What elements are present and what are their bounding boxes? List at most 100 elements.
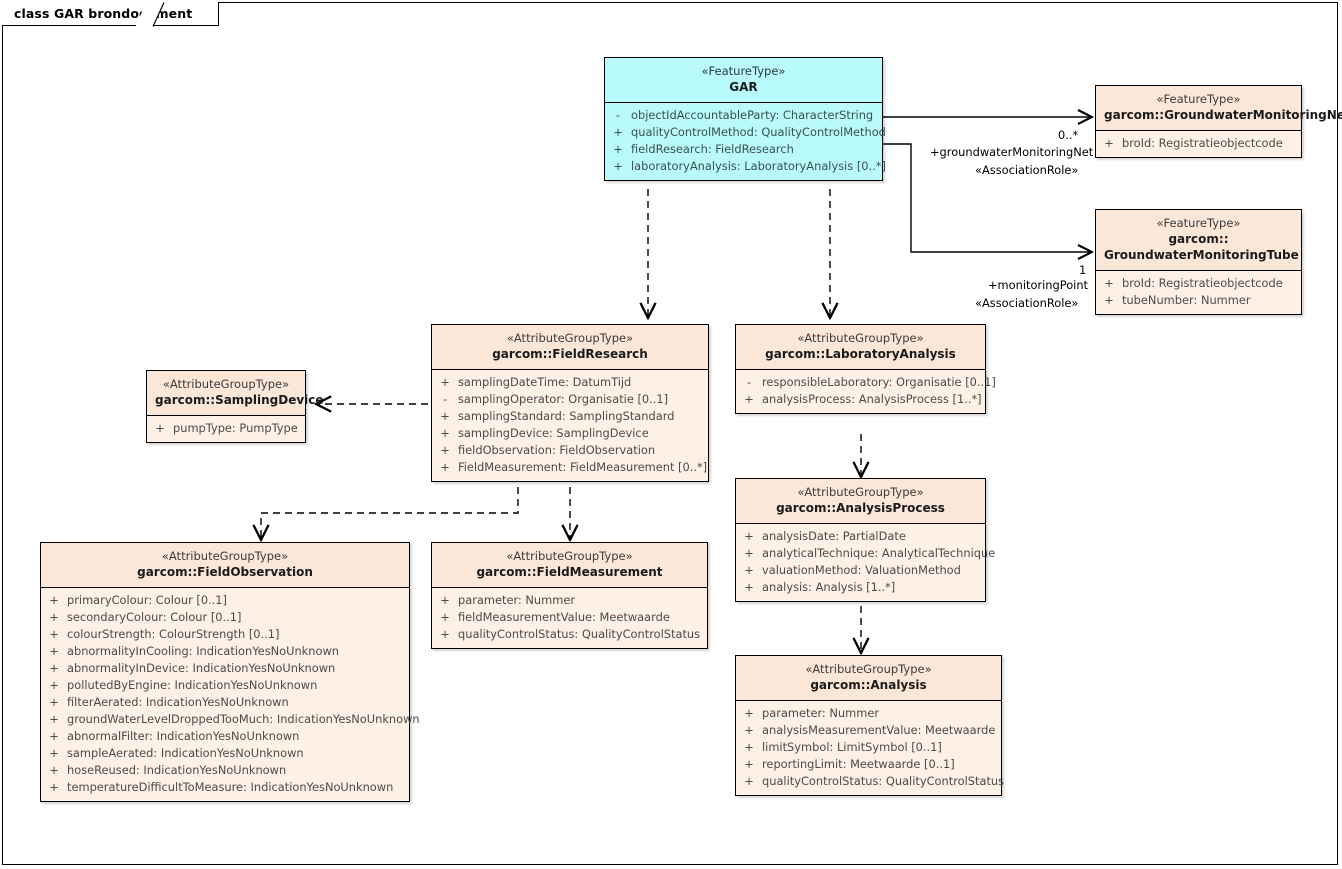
class-analysisprocess-stereotype: «AttributeGroupType» <box>797 485 924 499</box>
attribute-row: + pollutedByEngine: IndicationYesNoUnkno… <box>41 677 409 694</box>
class-laboratoryanalysis[interactable]: «AttributeGroupType» garcom::LaboratoryA… <box>735 324 996 414</box>
attribute-visibility: + <box>1104 136 1114 150</box>
class-analysis-attributes: + parameter: Nummer + analysisMeasuremen… <box>736 701 1005 795</box>
attribute-signature: samplingStandard: SamplingStandard <box>458 409 675 423</box>
attribute-row: + FieldMeasurement: FieldMeasurement [0.… <box>432 459 708 476</box>
attribute-signature: sampleAerated: IndicationYesNoUnknown <box>67 746 304 760</box>
attribute-signature: groundWaterLevelDroppedTooMuch: Indicati… <box>67 712 420 726</box>
dependency-fieldresearch-fieldobservation <box>261 487 519 540</box>
class-gar-attributes: - objectIdAccountableParty: CharacterStr… <box>605 103 886 180</box>
attribute-visibility: + <box>49 593 59 607</box>
attribute-visibility: + <box>744 706 754 720</box>
class-laboratoryanalysis-name: garcom::LaboratoryAnalysis <box>765 347 956 361</box>
attribute-visibility: + <box>613 142 623 156</box>
attribute-row: + valuationMethod: ValuationMethod <box>736 562 985 579</box>
attribute-signature: samplingOperator: Organisatie [0..1] <box>458 392 669 406</box>
class-fieldresearch-stereotype: «AttributeGroupType» <box>506 331 634 345</box>
class-fieldresearch-attributes: + samplingDateTime: DatumTijd - sampling… <box>432 370 708 481</box>
attribute-row: + fieldObservation: FieldObservation <box>432 442 708 459</box>
attribute-signature: qualityControlStatus: QualityControlStat… <box>458 627 701 641</box>
attribute-visibility: + <box>613 159 623 173</box>
diagram-frame-tab: class GAR brondocument <box>2 2 220 26</box>
attribute-row: + analysis: Analysis [1..*] <box>736 579 985 596</box>
attribute-signature: tubeNumber: Nummer <box>1122 293 1251 307</box>
class-samplingdevice-attributes: + pumpType: PumpType <box>147 416 305 442</box>
attribute-row: + samplingDateTime: DatumTijd <box>432 374 708 391</box>
class-fieldmeasurement-name: garcom::FieldMeasurement <box>476 565 663 579</box>
attribute-row: + abnormalFilter: IndicationYesNoUnknown <box>41 728 409 745</box>
attribute-visibility: - <box>615 108 621 122</box>
attribute-row: - objectIdAccountableParty: CharacterStr… <box>605 107 882 124</box>
attribute-signature: hoseReused: IndicationYesNoUnknown <box>67 763 287 777</box>
attribute-signature: qualityControlStatus: QualityControlStat… <box>762 774 1005 788</box>
attribute-row: + colourStrength: ColourStrength [0..1] <box>41 626 409 643</box>
frame-tab-slant-icon <box>135 2 165 27</box>
class-groundwatermonitoringtube[interactable]: «FeatureType» garcom:: GroundwaterMonito… <box>1095 209 1302 315</box>
class-gar-stereotype: «FeatureType» <box>701 64 786 78</box>
attribute-visibility: + <box>49 610 59 624</box>
class-gar-header: «FeatureType» GAR <box>605 58 882 103</box>
class-groundwatermonitoringnet[interactable]: «FeatureType» garcom::GroundwaterMonitor… <box>1095 85 1342 158</box>
class-groundwatermonitoringnet-stereotype: «FeatureType» <box>1156 92 1241 106</box>
attribute-visibility: + <box>440 593 450 607</box>
class-groundwatermonitoringtube-header: «FeatureType» garcom:: GroundwaterMonito… <box>1096 210 1301 271</box>
class-fieldmeasurement[interactable]: «AttributeGroupType» garcom::FieldMeasur… <box>431 542 708 649</box>
class-laboratoryanalysis-stereotype: «AttributeGroupType» <box>797 331 924 345</box>
attribute-row: + groundWaterLevelDroppedTooMuch: Indica… <box>41 711 419 728</box>
attribute-signature: temperatureDifficultToMeasure: Indicatio… <box>67 780 394 794</box>
attribute-row: + hoseReused: IndicationYesNoUnknown <box>41 762 409 779</box>
attribute-row: + samplingStandard: SamplingStandard <box>432 408 708 425</box>
class-analysisprocess-attributes: + analysisDate: PartialDate + analytical… <box>736 524 995 601</box>
attribute-row: + broId: Registratieobjectcode <box>1096 275 1301 292</box>
class-analysis-name: garcom::Analysis <box>810 678 927 692</box>
association-multiplicity-gwmnet: 0..* <box>1058 128 1079 142</box>
attribute-signature: pumpType: PumpType <box>173 421 298 435</box>
attribute-signature: parameter: Nummer <box>458 593 576 607</box>
attribute-visibility: + <box>440 460 450 474</box>
attribute-signature: FieldMeasurement: FieldMeasurement [0..*… <box>458 460 708 474</box>
attribute-visibility: + <box>49 695 59 709</box>
attribute-signature: analysisProcess: AnalysisProcess [1..*] <box>762 392 982 406</box>
association-role-gwmtube: +monitoringPoint <box>988 278 1089 292</box>
class-analysisprocess[interactable]: «AttributeGroupType» garcom::AnalysisPro… <box>735 478 995 602</box>
class-groundwatermonitoringnet-attributes: + broId: Registratieobjectcode <box>1096 131 1301 157</box>
attribute-visibility: + <box>49 712 59 726</box>
attribute-row: + abnormalityInCooling: IndicationYesNoU… <box>41 643 409 660</box>
attribute-signature: parameter: Nummer <box>762 706 880 720</box>
attribute-row: + analysisProcess: AnalysisProcess [1..*… <box>736 391 985 408</box>
association-role-gwmnet: +groundwaterMonitoringNet <box>930 145 1094 159</box>
class-groundwatermonitoringtube-name-line2: GroundwaterMonitoringTube <box>1104 248 1299 262</box>
class-fieldresearch-header: «AttributeGroupType» garcom::FieldResear… <box>432 325 708 370</box>
attribute-row: + abnormalityInDevice: IndicationYesNoUn… <box>41 660 409 677</box>
attribute-row: + pumpType: PumpType <box>147 420 305 437</box>
attribute-signature: reportingLimit: Meetwaarde [0..1] <box>762 757 955 771</box>
class-samplingdevice-name: garcom::SamplingDevice <box>155 393 324 407</box>
attribute-visibility: + <box>440 409 450 423</box>
attribute-signature: secondaryColour: Colour [0..1] <box>67 610 242 624</box>
attribute-visibility: + <box>1104 276 1114 290</box>
attribute-row: + qualityControlMethod: QualityControlMe… <box>605 124 886 141</box>
class-gar[interactable]: «FeatureType» GAR - objectIdAccountableP… <box>604 57 886 181</box>
attribute-visibility: + <box>744 757 754 771</box>
attribute-visibility: + <box>744 740 754 754</box>
class-samplingdevice-stereotype: «AttributeGroupType» <box>162 377 290 391</box>
class-samplingdevice[interactable]: «AttributeGroupType» garcom::SamplingDev… <box>146 370 324 443</box>
attribute-signature: analysis: Analysis [1..*] <box>762 580 896 594</box>
attribute-visibility: + <box>440 627 450 641</box>
class-laboratoryanalysis-attributes: - responsibleLaboratory: Organisatie [0.… <box>736 370 996 413</box>
attribute-visibility: + <box>49 661 59 675</box>
attribute-signature: colourStrength: ColourStrength [0..1] <box>67 627 280 641</box>
class-groundwatermonitoringnet-name: garcom::GroundwaterMonitoringNet <box>1104 108 1342 122</box>
attribute-row: + analysisMeasurementValue: Meetwaarde <box>736 722 1001 739</box>
attribute-row: + fieldResearch: FieldResearch <box>605 141 882 158</box>
class-fieldresearch[interactable]: «AttributeGroupType» garcom::FieldResear… <box>431 324 709 482</box>
attribute-row: + tubeNumber: Nummer <box>1096 292 1301 309</box>
class-fieldobservation[interactable]: «AttributeGroupType» garcom::FieldObserv… <box>40 542 420 802</box>
attribute-visibility: + <box>744 723 754 737</box>
attribute-row: + sampleAerated: IndicationYesNoUnknown <box>41 745 409 762</box>
attribute-signature: abnormalityInCooling: IndicationYesNoUnk… <box>67 644 339 658</box>
attribute-signature: samplingDateTime: DatumTijd <box>458 375 632 389</box>
class-analysis[interactable]: «AttributeGroupType» garcom::Analysis + … <box>735 655 1005 796</box>
attribute-visibility: + <box>49 780 59 794</box>
